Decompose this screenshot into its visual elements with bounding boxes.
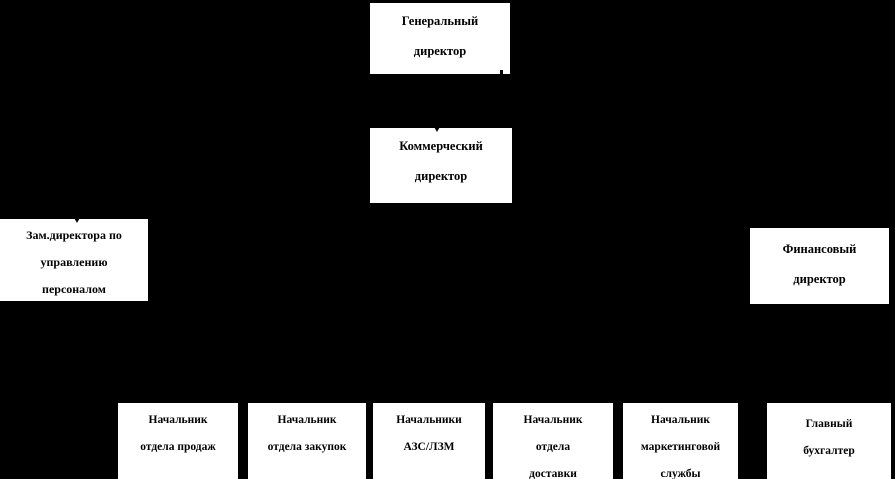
node-text-line: персоналом [42,282,106,296]
node-text-line: службы [660,468,701,479]
node-text-line: Главный [805,418,853,430]
node-text-line: Начальник [148,414,208,426]
node-chief-accountant: Главный бухгалтер [767,403,891,479]
node-text-line: отдела продаж [140,441,216,453]
node-text-line: Начальник [651,414,710,426]
node-text-line: Начальник [523,414,583,426]
node-deputy-personnel: Зам.директора по управлению персоналом [0,219,148,301]
node-text-line: бухгалтер [803,445,855,457]
node-text-line: Зам.директора по [26,228,122,242]
node-text-line: Начальники [396,414,462,426]
node-text-line: доставки [529,468,577,479]
node-head-purchasing: Начальник отдела закупок [248,403,366,479]
node-text-line: Генеральный [401,14,479,28]
arrowhead-down-icon [433,125,441,132]
node-head-marketing: Начальник маркетинговой службы [623,403,738,479]
node-text-line: Начальник [277,414,337,426]
node-general-director: Генеральный директор [370,3,510,74]
node-head-delivery: Начальник отдела доставки [493,403,613,479]
node-text-line: управлению [40,255,108,269]
node-text-line: Финансовый [782,242,857,256]
node-text-line: директор [414,169,468,183]
node-text-line: отдела [535,441,571,453]
node-text-line: директор [413,44,467,58]
node-heads-azs-lzm: Начальники АЗС/ЛЗМ [373,403,485,479]
node-financial-director: Финансовый директор [750,228,889,304]
node-head-sales: Начальник отдела продаж [118,403,238,479]
node-commercial-director: Коммерческий директор [370,128,512,203]
node-text-line: АЗС/ЛЗМ [403,441,455,453]
node-text-line: отдела закупок [267,441,347,453]
arrowhead-down-icon [73,216,81,223]
node-text-line: маркетинговой [640,441,721,453]
node-text-line: директор [793,272,846,286]
node-text-line: Коммерческий [399,139,483,153]
connector-tick-icon [500,70,503,75]
